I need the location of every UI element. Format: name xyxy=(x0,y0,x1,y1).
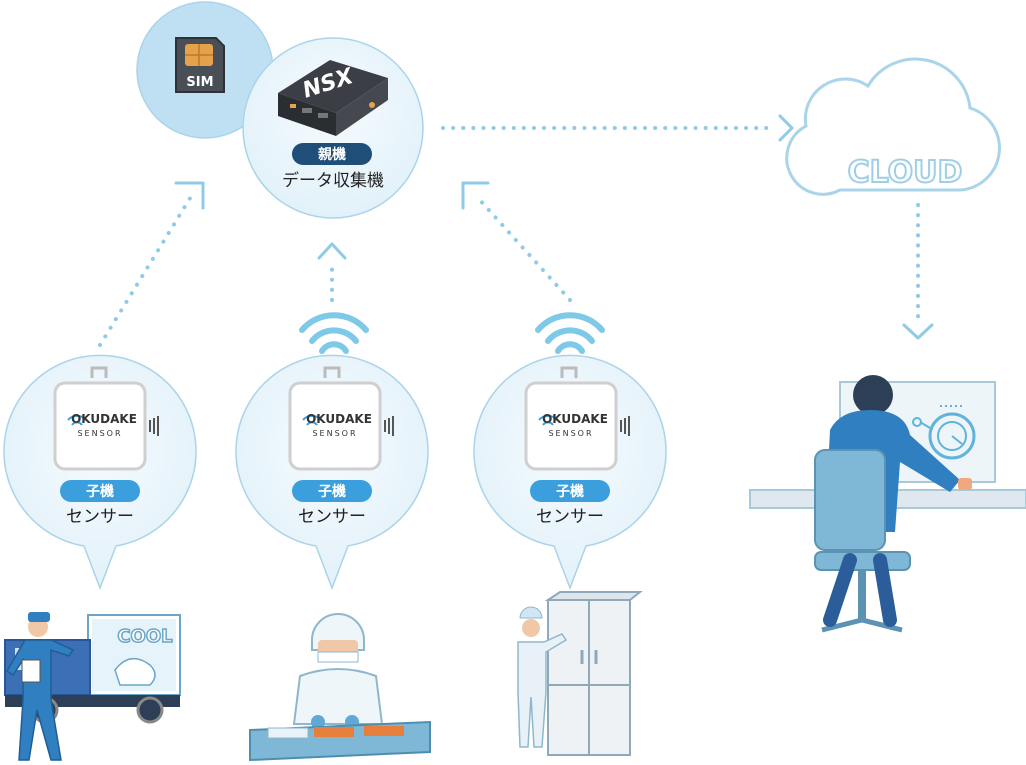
arrow-right-icon xyxy=(778,114,794,142)
pc-operator-scene xyxy=(749,375,1026,633)
sensor-badge: 子機 xyxy=(86,483,114,500)
sensor-bubble-3: OKUDAKE SENSOR 子機 センサー xyxy=(473,354,667,591)
sensor-device-icon xyxy=(288,381,382,471)
sensor1-to-gateway-line xyxy=(98,193,194,347)
arrow-down-icon xyxy=(902,323,934,340)
sensor-device-icon xyxy=(524,381,618,471)
sim-label: SIM xyxy=(186,75,213,90)
wifi-signal-icon-3 xyxy=(535,312,605,354)
sim-card-icon: SIM xyxy=(175,37,225,93)
wifi-signal-icon-2 xyxy=(299,312,369,354)
sensor3-to-gateway-line xyxy=(476,196,572,302)
refrigerator-scene xyxy=(517,591,643,756)
arrow-up-right-icon xyxy=(174,181,205,210)
worker-body xyxy=(517,633,568,748)
cloud-icon: CLOUD xyxy=(785,57,1001,196)
cloud-label: CLOUD xyxy=(848,155,963,190)
sensor-badge: 子機 xyxy=(556,483,584,500)
worker-mask xyxy=(317,651,359,663)
glove xyxy=(311,715,325,729)
gauge-icon xyxy=(928,412,976,460)
sensor-logo-sub: SENSOR xyxy=(312,429,357,438)
worker-apron xyxy=(292,668,384,725)
food-factory-scene xyxy=(249,613,431,762)
gateway-badge xyxy=(292,143,372,165)
sensor-caption: センサー xyxy=(298,507,366,527)
delivery-truck-scene: COOL xyxy=(4,612,181,761)
sensor-device-icon xyxy=(53,381,147,471)
sensor-logo-sub: SENSOR xyxy=(548,429,593,438)
chair-back xyxy=(814,449,886,551)
sensor-logo: OKUDAKE xyxy=(542,412,608,426)
truck-cool-label: COOL xyxy=(117,626,172,647)
arrow-up-left-icon xyxy=(461,181,490,210)
gateway-caption: データ収集機 xyxy=(282,170,384,191)
sensor-bubble-2: OKUDAKE SENSOR 子機 センサー xyxy=(235,354,429,591)
connection-lines xyxy=(98,126,920,347)
gateway-badge-label: 親機 xyxy=(318,146,346,163)
sensor-logo: OKUDAKE xyxy=(306,412,372,426)
sensor-bubble-1: OKUDAKE SENSOR 子機 センサー xyxy=(3,354,197,591)
sensor-caption: センサー xyxy=(536,507,604,527)
operator-head xyxy=(853,375,893,415)
gateway-device-icon: NSX xyxy=(278,60,388,136)
gateway-group: SIM NSX 親機 データ収集機 xyxy=(136,1,424,219)
chair-seat xyxy=(814,551,911,571)
sensor-badge: 子機 xyxy=(318,483,346,500)
sensor-logo-sub: SENSOR xyxy=(77,429,122,438)
arrow-up-icon xyxy=(317,242,347,260)
sensor-caption: センサー xyxy=(66,507,134,527)
arrowheads xyxy=(174,114,934,340)
sensor-logo: OKUDAKE xyxy=(71,412,137,426)
worker-head xyxy=(522,619,540,637)
truck-wheel xyxy=(136,696,164,724)
